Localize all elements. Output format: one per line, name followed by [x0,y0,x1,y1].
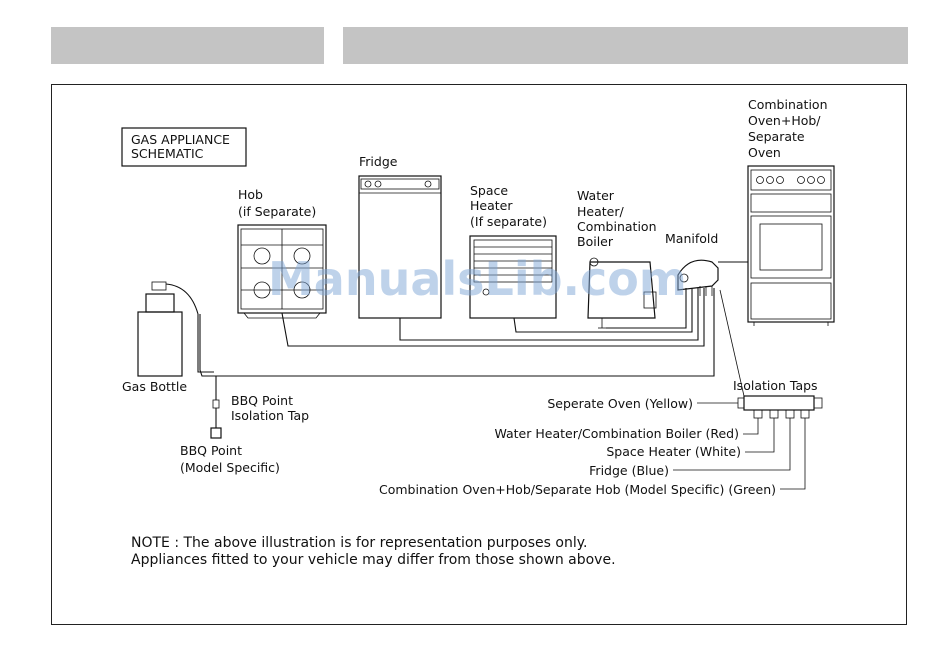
bbq-point-label: BBQ Point (Model Specific) [180,443,280,475]
label-line: Isolation Tap [231,408,309,423]
bbq-tap-label: BBQ Point Isolation Tap [231,393,309,423]
manifold-label: Manifold [665,231,718,246]
label-line: Hob [238,187,263,202]
gas-bottle-label: Gas Bottle [122,379,187,394]
label-line: Heater/ [577,204,624,219]
combination-oven-label: Combination Oven+Hob/ Separate Oven [748,97,828,160]
fridge-label: Fridge [359,154,398,169]
tap-leaders [673,402,806,490]
label-line: Combination [577,219,657,234]
combination-oven-illustration [747,165,835,326]
label-line: Space [470,183,508,198]
gas-pipework [197,261,748,428]
space-heater-label: Space Heater (If separate) [470,183,547,229]
manifold-illustration [677,259,719,296]
label-line: (Model Specific) [180,460,280,475]
title-line-2: SCHEMATIC [131,146,204,161]
label-line: Water [577,188,615,203]
title-line-1: GAS APPLIANCE [131,132,230,147]
note-line-2: Appliances fitted to your vehicle may di… [131,552,616,568]
label-line: BBQ Point [180,443,242,458]
label-line: Separate [748,129,805,144]
label-line: (If separate) [470,214,547,229]
bbq-isolation-tap-icon [212,399,220,409]
bbq-point-socket [210,427,222,439]
watermark-logo: ManualsLib.com [268,252,687,306]
header-bar-right [343,27,908,64]
tap-label-combination-oven: Combination Oven+Hob/Separate Hob (Model… [379,482,776,497]
hob-label: Hob (if Separate) [238,187,316,219]
tap-label-fridge: Fridge (Blue) [589,463,669,478]
isolation-taps-label: Isolation Taps [733,378,818,393]
label-line: (if Separate) [238,204,316,219]
label-line: Heater [470,198,513,213]
space-heater-illustration [469,235,557,319]
label-line: Boiler [577,234,614,249]
water-heater-label: Water Heater/ Combination Boiler [577,188,657,249]
tap-label-separate-oven: Seperate Oven (Yellow) [547,396,693,411]
gas-bottle-illustration [137,281,199,377]
tap-label-space-heater: Space Heater (White) [606,444,741,459]
label-line: Oven [748,145,781,160]
title-box: GAS APPLIANCE SCHEMATIC [121,127,247,167]
label-line: BBQ Point [231,393,293,408]
tap-label-water-heater: Water Heater/Combination Boiler (Red) [494,426,739,441]
header-bar-left [51,27,324,64]
water-heater-illustration [587,257,657,329]
diagram-frame [51,84,907,625]
label-line: Combination [748,97,828,112]
note-line-1: NOTE : The above illustration is for rep… [131,535,587,551]
isolation-taps-block: Isolation Taps [733,378,823,419]
label-line: Oven+Hob/ [748,113,821,128]
